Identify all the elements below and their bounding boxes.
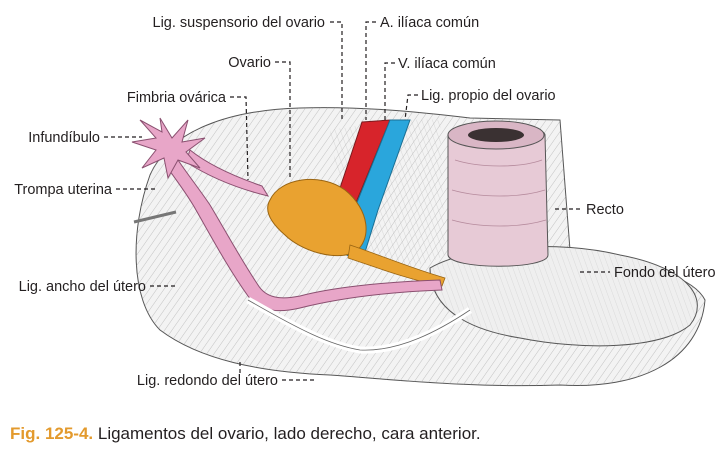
label-lig-propio: Lig. propio del ovario	[421, 88, 556, 104]
label-fimbria: Fimbria ovárica	[127, 90, 227, 106]
caption-number: Fig. 125-4.	[10, 424, 93, 443]
label-infundibulo: Infundíbulo	[28, 130, 100, 146]
figure-caption: Fig. 125-4. Ligamentos del ovario, lado …	[10, 424, 710, 444]
label-a-iliaca: A. ilíaca común	[380, 15, 479, 31]
label-ovario: Ovario	[228, 55, 271, 71]
label-lig-suspensorio: Lig. suspensorio del ovario	[153, 15, 326, 31]
label-trompa: Trompa uterina	[14, 182, 113, 198]
caption-text: Ligamentos del ovario, lado derecho, car…	[93, 424, 480, 443]
rectum	[448, 121, 548, 266]
label-v-iliaca: V. ilíaca común	[398, 56, 496, 72]
label-recto: Recto	[586, 202, 624, 218]
label-lig-redondo: Lig. redondo del útero	[137, 373, 278, 389]
label-fondo-utero: Fondo del útero	[614, 265, 716, 281]
label-lig-ancho: Lig. ancho del útero	[19, 279, 146, 295]
